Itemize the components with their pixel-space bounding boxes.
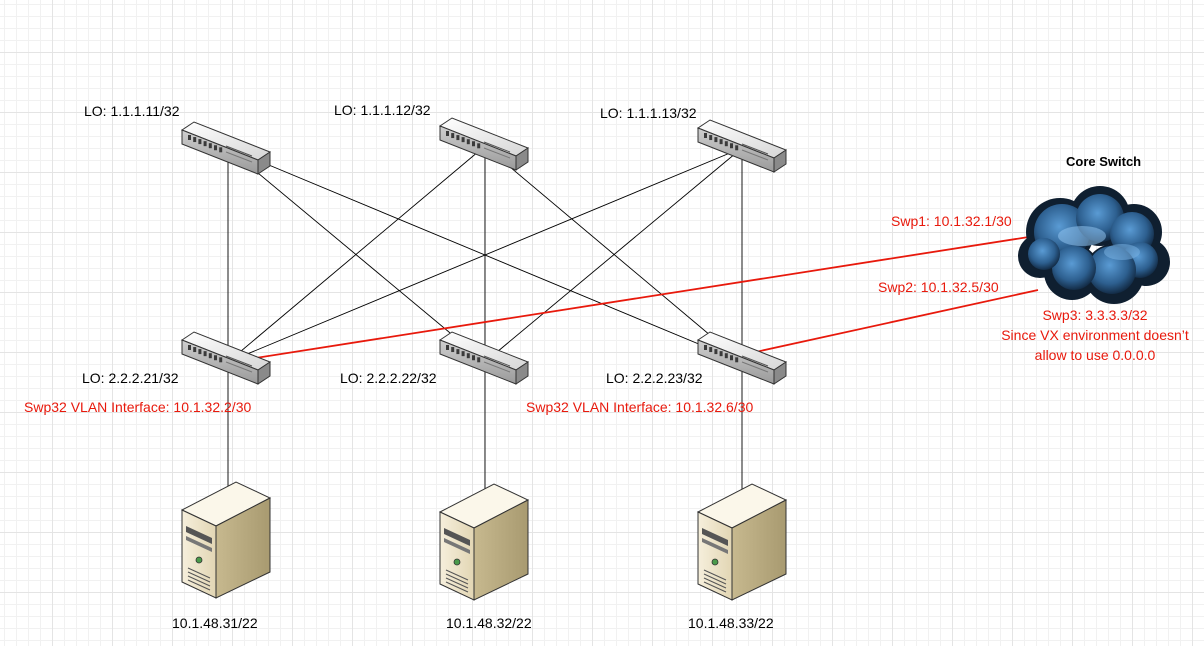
core-switch-title: Core Switch bbox=[1066, 154, 1142, 169]
core-note-line2: allow to use 0.0.0.0 bbox=[1034, 347, 1156, 363]
core-switch-cloud-icon bbox=[1018, 186, 1170, 304]
link-leaf1-core bbox=[229, 235, 1036, 363]
core-swp2-label: Swp2: 10.1.32.5/30 bbox=[878, 279, 999, 295]
core-note-line1: Since VX environment doesn’t bbox=[1001, 327, 1189, 343]
spine1-switch-icon bbox=[180, 121, 272, 175]
spine3-loopback-label: LO: 1.1.1.13/32 bbox=[600, 105, 697, 121]
server1-ip-label: 10.1.48.31/22 bbox=[172, 615, 258, 631]
spine1-loopback-label: LO: 1.1.1.11/32 bbox=[84, 103, 180, 119]
link-spine1-leaf2 bbox=[227, 147, 486, 363]
server2-ip-label: 10.1.48.32/22 bbox=[446, 615, 532, 631]
link-spine2-leaf3 bbox=[484, 145, 743, 363]
link-spine3-leaf1 bbox=[227, 147, 743, 363]
leaf1-loopback-label: LO: 2.2.2.21/32 bbox=[82, 370, 179, 386]
leaf3-loopback-label: LO: 2.2.2.23/32 bbox=[606, 370, 703, 386]
link-leaf3-core bbox=[741, 289, 1039, 356]
leaf2-loopback-label: LO: 2.2.2.22/32 bbox=[340, 370, 437, 386]
leaf3-vlan-label: Swp32 VLAN Interface: 10.1.32.6/30 bbox=[526, 399, 754, 415]
leaf2-switch-icon bbox=[438, 331, 530, 385]
link-spine3-leaf2 bbox=[484, 147, 743, 363]
server2-server-icon bbox=[438, 483, 530, 601]
leaf1-switch-icon bbox=[180, 331, 272, 385]
link-spine2-leaf1 bbox=[227, 145, 486, 363]
server1-server-icon bbox=[180, 481, 272, 599]
leaf1-vlan-label: Swp32 VLAN Interface: 10.1.32.2/30 bbox=[24, 399, 252, 415]
core-swp1-label: Swp1: 10.1.32.1/30 bbox=[891, 213, 1012, 229]
server3-ip-label: 10.1.48.33/22 bbox=[688, 615, 774, 631]
spine2-loopback-label: LO: 1.1.1.12/32 bbox=[334, 102, 431, 118]
spine2-switch-icon bbox=[438, 117, 530, 171]
server3-server-icon bbox=[696, 483, 788, 601]
spine3-switch-icon bbox=[696, 119, 788, 173]
leaf3-switch-icon bbox=[696, 331, 788, 385]
core-swp3-label: Swp3: 3.3.3.3/32 bbox=[1042, 307, 1148, 323]
